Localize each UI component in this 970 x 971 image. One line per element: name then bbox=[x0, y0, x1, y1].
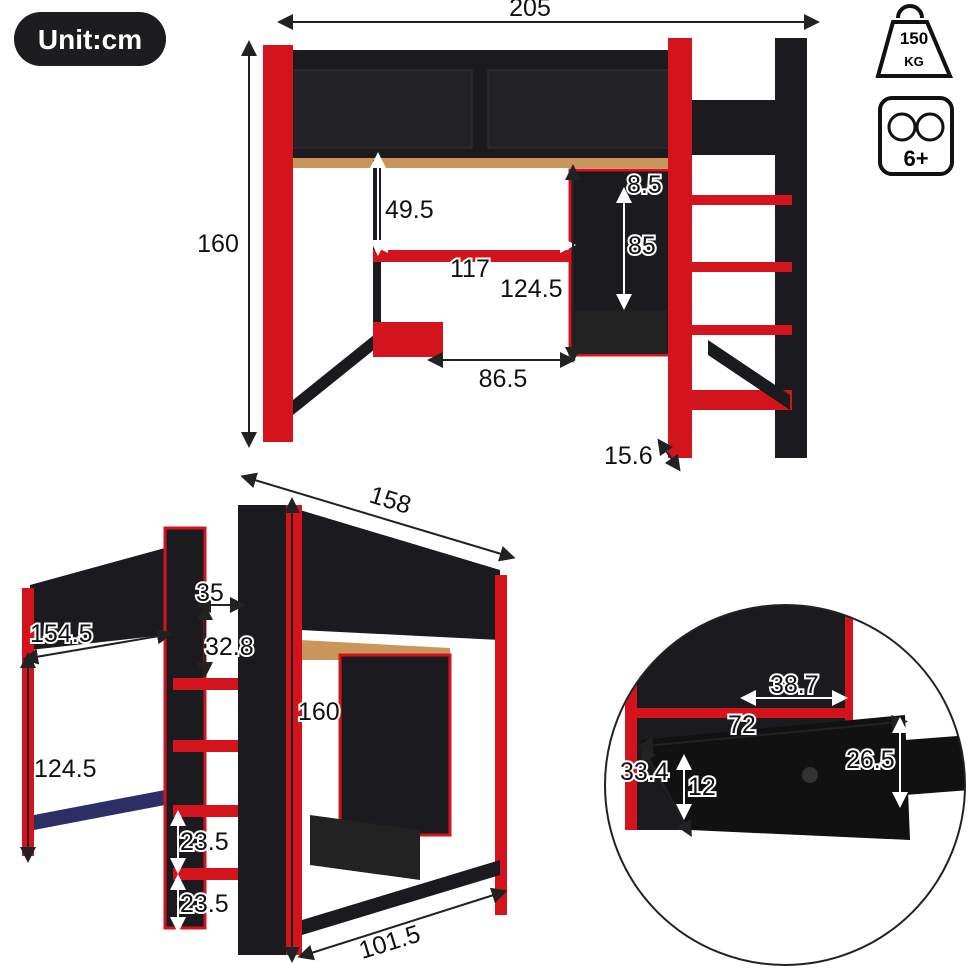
kids-icon: 6+ bbox=[878, 96, 954, 176]
dim-drawer-inner-height: 12 bbox=[688, 773, 716, 801]
age-label: 6+ bbox=[903, 146, 928, 171]
weight-value: 150 bbox=[900, 29, 928, 48]
dim-side-height: 160 bbox=[298, 698, 340, 726]
weight-icon: 150 KG bbox=[875, 4, 954, 78]
dim-desk-gap: 86.5 bbox=[479, 365, 528, 393]
dim-side-depth: 101.5 bbox=[356, 920, 424, 965]
unit-badge: Unit:cm bbox=[14, 12, 166, 66]
dim-guard-height: 32.8 bbox=[205, 633, 254, 661]
front-view bbox=[263, 38, 807, 458]
weight-unit: KG bbox=[904, 54, 924, 69]
unit-label: Unit:cm bbox=[38, 24, 142, 55]
dim-step-spacing-2: 23.5 bbox=[180, 890, 229, 918]
dim-ladder-depth: 15.6 bbox=[604, 442, 653, 470]
dim-drawer-width: 72 bbox=[728, 711, 756, 739]
dim-step-spacing-1: 23.5 bbox=[180, 828, 229, 856]
dim-drawer-height: 26.5 bbox=[846, 746, 895, 774]
dim-desk-clearance: 49.5 bbox=[385, 196, 434, 224]
detail-circle bbox=[604, 604, 966, 966]
dim-cabinet-height: 124.5 bbox=[500, 275, 563, 303]
dim-inner-length: 154.5 bbox=[30, 620, 93, 648]
dim-desk-width: 117 bbox=[450, 255, 490, 283]
dim-width: 205 bbox=[509, 0, 551, 22]
dim-shelf-top: 8.5 bbox=[627, 171, 662, 199]
dim-shelf-height: 85 bbox=[628, 232, 656, 260]
dim-drawer-depth: 33.4 bbox=[620, 758, 669, 786]
dim-height: 160 bbox=[197, 230, 239, 258]
dim-ladder-width: 35 bbox=[196, 579, 224, 607]
dim-side-length: 158 bbox=[366, 481, 414, 520]
dim-clearance: 124.5 bbox=[34, 755, 97, 783]
dim-shelf-depth: 38.7 bbox=[770, 671, 819, 699]
side-view bbox=[22, 505, 507, 955]
